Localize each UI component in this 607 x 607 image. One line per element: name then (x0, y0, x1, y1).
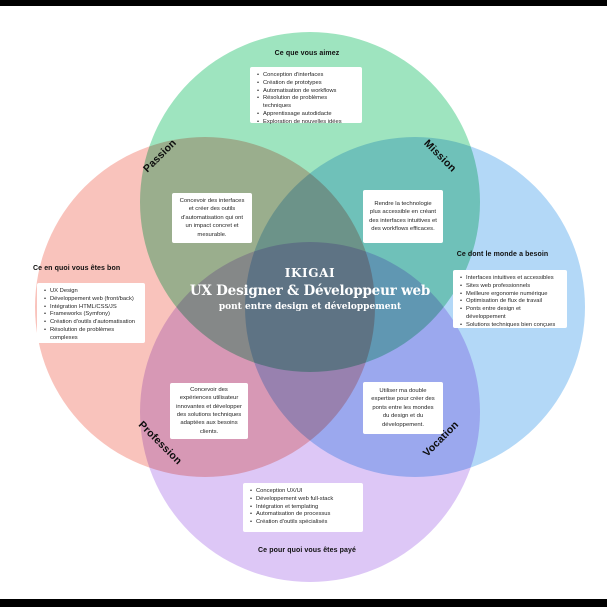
category-header-paid: Ce pour quoi vous êtes payé (258, 547, 356, 554)
list-item: Conception d'interfaces (256, 72, 356, 80)
note-card-passion: Concevoir des interfaces et créer des ou… (172, 193, 252, 243)
letterbox-top-bar (0, 0, 607, 6)
category-header-good: Ce en quoi vous êtes bon (33, 265, 121, 272)
category-header-love: Ce que vous aimez (274, 50, 340, 57)
list-item: Apprentissage autodidacte (256, 111, 356, 119)
note-card-profession: Concevoir des expériences utilisateur in… (170, 383, 248, 439)
good-item-list: UX Design Développement web (front/back)… (43, 288, 139, 343)
center-title-block: IKIGAI UX Designer & Développeur web pon… (160, 265, 460, 314)
list-item: Création d'outils spécialisés (249, 519, 357, 527)
list-item: Optimisation de flux de travail (459, 298, 561, 306)
list-item: Résolution de problèmes techniques (256, 95, 356, 111)
list-item: Création de prototypes (256, 80, 356, 88)
list-card-need: Interfaces intuitives et accessibles Sit… (453, 270, 567, 330)
title-subtitle: pont entre design et développement (218, 302, 402, 312)
list-item: Exploration de nouvelles idées (256, 119, 356, 127)
list-item: Automatisation de processus (249, 511, 357, 519)
zone-label-passion: Passion (141, 137, 179, 175)
letterbox-bottom-bar (0, 599, 607, 607)
love-item-list: Conception d'interfaces Création de prot… (256, 72, 356, 127)
title-role: UX Designer & Développeur web (189, 283, 431, 299)
list-card-good: UX Design Développement web (front/back)… (37, 283, 145, 343)
list-item: Interfaces intuitives et accessibles (459, 275, 561, 283)
list-item: Intégration HTML/CSS/JS (43, 304, 139, 312)
list-card-paid: Conception UX/UI Développement web full-… (243, 483, 363, 532)
list-item: Création d'outils d'automatisation (43, 319, 139, 327)
note-card-mission: Rendre la technologie plus accessible en… (363, 190, 443, 243)
list-item: Intégration et templating (249, 504, 357, 512)
list-item: Développement web full-stack (249, 496, 357, 504)
list-item: Ponts entre design et développement (459, 306, 561, 322)
note-card-vocation: Utiliser ma double expertise pour créer … (363, 382, 443, 434)
list-item: UX Design (43, 288, 139, 296)
list-item: Meilleure ergonomie numérique (459, 291, 561, 299)
list-item: Automatisation de workflows (256, 88, 356, 96)
list-item: Sites web professionnels (459, 283, 561, 291)
list-item: Résolution de problèmes complexes (43, 327, 139, 343)
paid-item-list: Conception UX/UI Développement web full-… (249, 488, 357, 527)
list-item: Frameworks (Symfony) (43, 311, 139, 319)
need-item-list: Interfaces intuitives et accessibles Sit… (459, 275, 561, 330)
zone-label-mission: Mission (421, 137, 459, 175)
category-header-need: Ce dont le monde a besoin (456, 251, 549, 258)
list-item: Solutions techniques bien conçues (459, 322, 561, 330)
list-item: Développement web (front/back) (43, 296, 139, 304)
list-item: Conception UX/UI (249, 488, 357, 496)
title-ikigai: IKIGAI (284, 266, 336, 280)
list-card-love: Conception d'interfaces Création de prot… (250, 67, 362, 126)
